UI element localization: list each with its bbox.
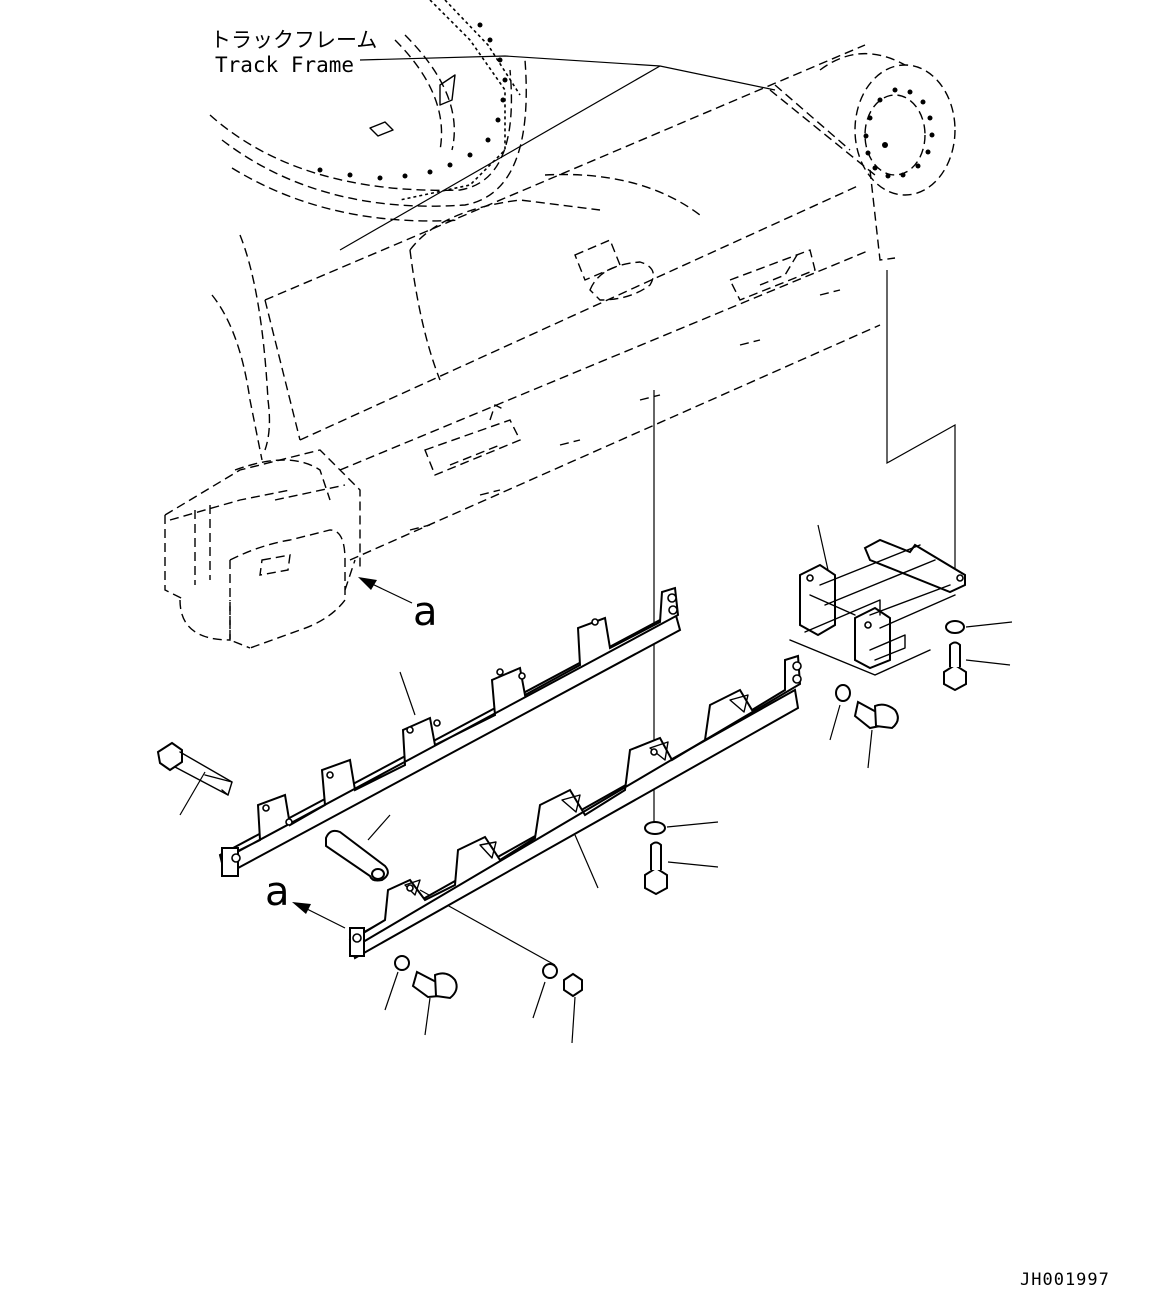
fasteners: [384, 620, 1013, 1044]
washer: [945, 620, 965, 634]
washer: [835, 684, 851, 702]
bolt-horizontal-right: [853, 700, 899, 769]
view-mark-a-upper: a: [358, 577, 438, 635]
part-name-leader: [359, 55, 776, 91]
washer: [644, 821, 666, 835]
guard-upper-leader: [399, 671, 416, 716]
long-bolt: [156, 741, 233, 816]
part-name-leader-2: [339, 65, 661, 251]
bolt-vertical-center: [644, 841, 719, 896]
pin: [325, 814, 391, 882]
track-guard-upper: [218, 586, 682, 877]
part-name-en: Track Frame: [215, 53, 354, 77]
washer: [542, 963, 558, 979]
washer: [394, 955, 410, 971]
part-name-label: トラックフレーム Track Frame: [210, 28, 776, 251]
bracket-assembly: [789, 524, 966, 676]
swing-circle-phantom: [209, 0, 527, 222]
track-frame-body: [164, 44, 956, 649]
view-mark-a-upper-text: a: [413, 589, 438, 635]
track-guard-lower: [348, 654, 802, 960]
bolt-horizontal-lower: [411, 970, 458, 1036]
drawing-code: JH001997: [1020, 1270, 1110, 1290]
part-name-jp: トラックフレーム: [210, 28, 377, 52]
guard-lower-leader: [574, 834, 599, 889]
view-mark-a-lower: a: [265, 869, 346, 929]
nut: [563, 972, 583, 1044]
view-mark-a-lower-text: a: [265, 869, 290, 915]
bolt-vertical-right: [943, 641, 1011, 692]
